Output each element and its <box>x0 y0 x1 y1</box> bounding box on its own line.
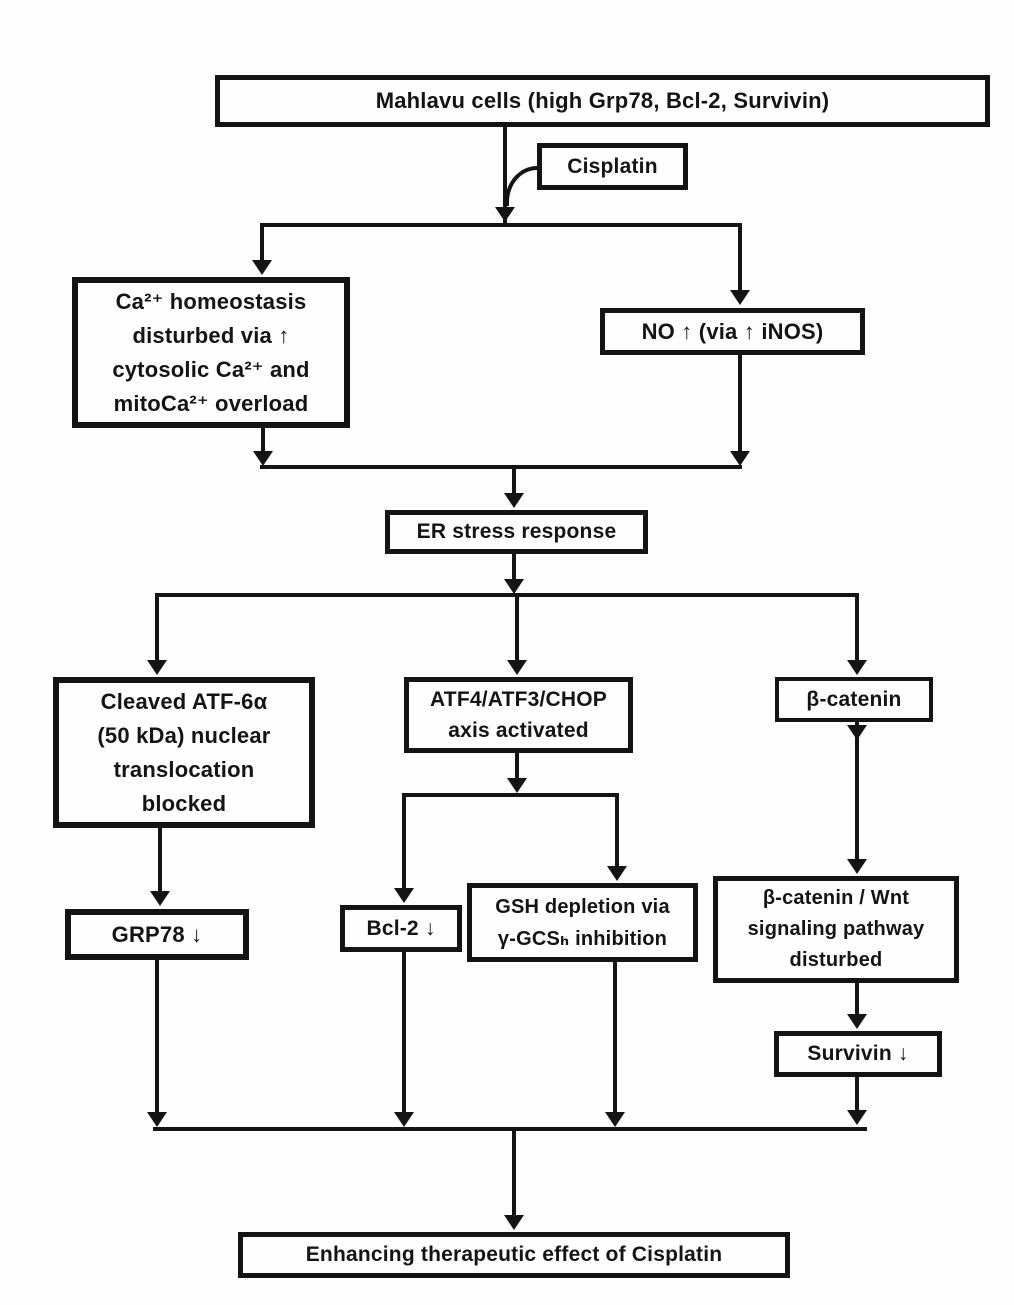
arrowhead-icon <box>147 1112 167 1127</box>
connector-bcatenin-wnt <box>855 720 859 860</box>
connector-branch1-right <box>738 223 742 291</box>
arrowhead-icon <box>150 891 170 906</box>
arrowhead-icon <box>252 260 272 275</box>
node-gsh-depletion: GSH depletion via γ-GCSₕ inhibition <box>467 883 698 962</box>
arrowhead-icon <box>847 660 867 675</box>
connector-atf4-down <box>515 751 519 780</box>
connector-branch1 <box>260 223 742 227</box>
node-er-stress: ER stress response <box>385 510 648 554</box>
arrowhead-icon <box>507 778 527 793</box>
arrowhead-icon <box>730 451 750 466</box>
node-ca-homeostasis: Ca²⁺ homeostasis disturbed via ↑ cytosol… <box>72 277 350 428</box>
arrowhead-icon <box>847 1014 867 1029</box>
arrowhead-icon <box>730 290 750 305</box>
node-cisplatin: Cisplatin <box>537 143 688 190</box>
arrowhead-icon <box>605 1112 625 1127</box>
arrowhead-icon <box>504 579 524 594</box>
node-outcome: Enhancing therapeutic effect of Cisplati… <box>238 1232 790 1278</box>
node-bcl2: Bcl-2 ↓ <box>340 905 462 952</box>
connector-branch2 <box>155 593 859 597</box>
cisplatin-connector-curve <box>505 166 541 206</box>
arrowhead-icon <box>253 451 273 466</box>
arrowhead-icon <box>394 1112 414 1127</box>
arrowhead-icon <box>394 888 414 903</box>
connector-merge1 <box>260 465 742 469</box>
node-cleaved-atf6: Cleaved ATF-6α (50 kDa) nuclear transloc… <box>53 677 315 828</box>
node-mahlavu-cells: Mahlavu cells (high Grp78, Bcl-2, Surviv… <box>215 75 990 127</box>
node-survivin: Survivin ↓ <box>774 1031 942 1077</box>
connector-survivin-down <box>855 1075 859 1112</box>
arrowhead-icon <box>504 493 524 508</box>
connector-bracket <box>402 793 619 797</box>
connector-atf6-grp78 <box>158 826 162 892</box>
node-wnt-pathway: β-catenin / Wnt signaling pathway distur… <box>713 876 959 983</box>
connector-wnt-survivin <box>855 981 859 1015</box>
arrowhead-icon <box>504 1215 524 1230</box>
connector-merge1-center <box>512 465 516 495</box>
node-beta-catenin: β-catenin <box>775 677 933 722</box>
arrowhead-icon <box>847 859 867 874</box>
connector-er-down <box>512 552 516 582</box>
connector-branch2-left <box>155 593 159 661</box>
connector-grp78-down <box>155 958 159 1112</box>
connector-mahlavu-down <box>503 127 507 225</box>
arrowhead-icon <box>847 725 867 740</box>
connector-merge2-center <box>512 1129 516 1217</box>
connector-branch2-right <box>855 593 859 661</box>
node-no-inos: NO ↑ (via ↑ iNOS) <box>600 308 865 355</box>
connector-branch2-mid <box>515 593 519 661</box>
arrowhead-icon <box>147 660 167 675</box>
arrowhead-icon <box>495 207 515 222</box>
connector-gsh-down <box>613 960 617 1112</box>
connector-bcl2-down <box>402 950 406 1112</box>
connector-branch1-left <box>260 223 264 261</box>
arrowhead-icon <box>507 660 527 675</box>
connector-merge2 <box>153 1127 867 1131</box>
connector-ca-down <box>261 426 265 452</box>
node-atf4-axis: ATF4/ATF3/CHOP axis activated <box>404 677 633 753</box>
arrowhead-icon <box>847 1110 867 1125</box>
node-grp78: GRP78 ↓ <box>65 909 249 960</box>
connector-bracket-right <box>615 793 619 867</box>
connector-bracket-left <box>402 793 406 889</box>
connector-no-down <box>738 353 742 452</box>
arrowhead-icon <box>607 866 627 881</box>
